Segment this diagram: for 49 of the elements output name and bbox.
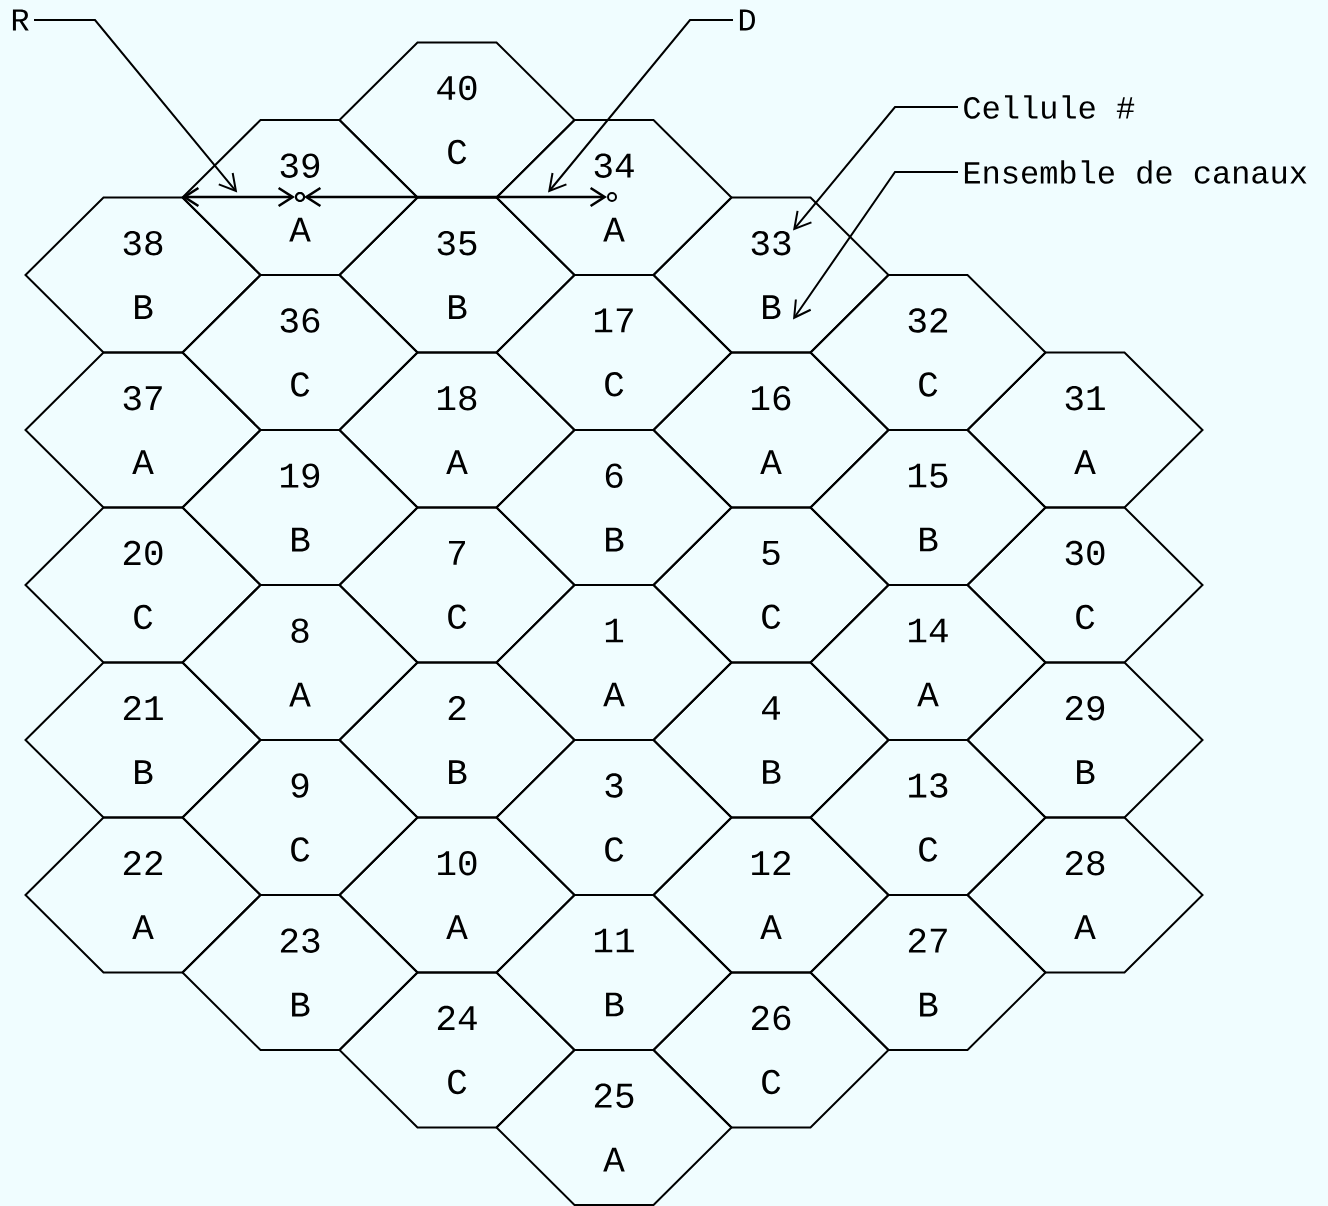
hexagon-cell: 35 B [338, 196, 576, 354]
hexagon-cell: 15 B [809, 429, 1047, 586]
hexagon-cell: 18 A [338, 351, 576, 509]
hexagon-cell: 1 A [495, 584, 733, 741]
hexagon-cell: 17 C [495, 274, 733, 431]
hexagon-cell: 13 C [809, 739, 1047, 896]
hexagon-cell: 7 C [338, 506, 576, 664]
hexagon-cell: 32 C [809, 274, 1047, 431]
hexagon-cell: 30 C [966, 506, 1204, 664]
leader-line [33, 19, 238, 193]
hexagon-cell: 26 C [652, 971, 890, 1129]
hexagon-cell: 39 A [181, 119, 419, 276]
annotation-text: Cellule # [964, 95, 1135, 119]
hexagon-cell: 27 B [809, 894, 1047, 1051]
hexagon-cell: 16 A [652, 351, 890, 509]
hexagon-cell: 20 C [24, 506, 262, 664]
hexagon-cell: 9 C [181, 739, 419, 896]
hexagon-cell: 14 A [809, 584, 1047, 741]
leader-line [548, 19, 734, 193]
hexagon-cell: 21 B [24, 661, 262, 819]
hexagon-cell: 23 B [181, 894, 419, 1051]
hexagon-cell: 6 B [495, 429, 733, 586]
hexagon-cell: 34 A [495, 119, 733, 276]
hexagon-cell: 22 A [24, 816, 262, 974]
hexagon-cell: 12 A [652, 816, 890, 974]
hexagon-cell: 38 B [24, 196, 262, 354]
hexagon-cell: 24 C [338, 971, 576, 1129]
hexagon-cell: 33 B [652, 196, 890, 354]
hexagon-cell: 3 C [495, 739, 733, 896]
hexagon-cell: 10 A [338, 816, 576, 974]
hexagon-cell: 11 B [495, 894, 733, 1051]
hexagon-cell: 8 A [181, 584, 419, 741]
hexagon-cell: 36 C [181, 274, 419, 431]
hexagon-cell: 40 C [338, 41, 576, 199]
leader-line [793, 106, 959, 231]
hexagon-cell: 4 B [652, 661, 890, 819]
hexagon-cell: 28 A [966, 816, 1204, 974]
annotation-text: D [739, 9, 755, 31]
annotation-text: Ensemble de canaux [964, 160, 1307, 184]
hexagon-cell: 37 A [24, 351, 262, 509]
dimension-line [295, 186, 617, 208]
hexagon-cell: 29 B [966, 661, 1204, 819]
hexagon-cell: 5 C [652, 506, 890, 664]
annotation-text: R [12, 9, 29, 31]
hexagon-cell: 19 B [181, 429, 419, 586]
hexagon-cell: 25 A [495, 1049, 733, 1206]
leader-line [793, 171, 959, 320]
hexagon-cell: 31 A [966, 351, 1204, 509]
hexagon-cell: 2 B [338, 661, 576, 819]
